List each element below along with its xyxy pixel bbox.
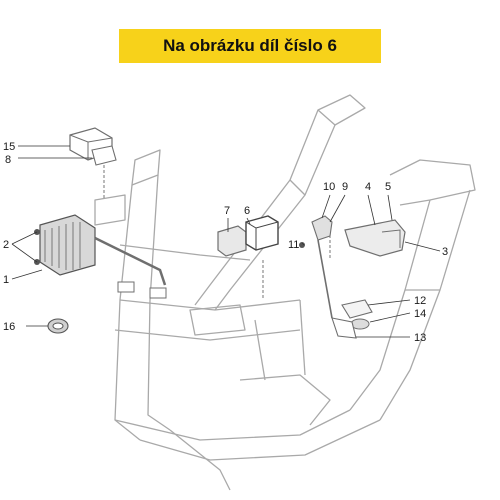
part-2-screws	[34, 229, 40, 265]
part-8-holder	[91, 145, 117, 166]
callout-lines	[11, 145, 441, 338]
label-6: 6	[244, 205, 250, 217]
part-1-regulator	[39, 214, 167, 299]
part-6-relay	[245, 215, 279, 251]
part-3-4-bracket	[344, 219, 406, 257]
label-15: 15	[3, 141, 15, 153]
label-16: 16	[3, 321, 15, 333]
part-16-clamp	[47, 318, 69, 334]
label-7: 7	[224, 205, 230, 217]
label-14: 14	[414, 308, 426, 320]
label-13: 13	[414, 332, 426, 344]
part-7-bracket	[217, 225, 247, 257]
title-banner: Na obrázku díl číslo 6	[119, 29, 381, 63]
part-11-bolt	[299, 242, 305, 248]
page-title: Na obrázku díl číslo 6	[163, 36, 337, 55]
part-12-14-spring	[341, 299, 373, 330]
label-10: 10	[323, 181, 335, 193]
label-5: 5	[385, 181, 391, 193]
label-4: 4	[365, 181, 371, 193]
label-9: 9	[342, 181, 348, 193]
leader-lines	[103, 155, 331, 300]
label-3: 3	[442, 246, 448, 258]
frame-outline	[94, 94, 476, 491]
part-10-sensor	[311, 215, 333, 241]
label-2: 2	[3, 239, 9, 251]
part-rod	[317, 239, 333, 319]
label-11: 11	[288, 239, 299, 251]
label-1: 1	[3, 274, 9, 286]
part-13-bracket	[331, 317, 357, 339]
label-12: 12	[414, 295, 426, 307]
part-number-labels: 15 8 2 1 16 7 6 10 9 4 5 3 11 12 14 13	[3, 141, 448, 344]
label-8: 8	[5, 154, 11, 166]
